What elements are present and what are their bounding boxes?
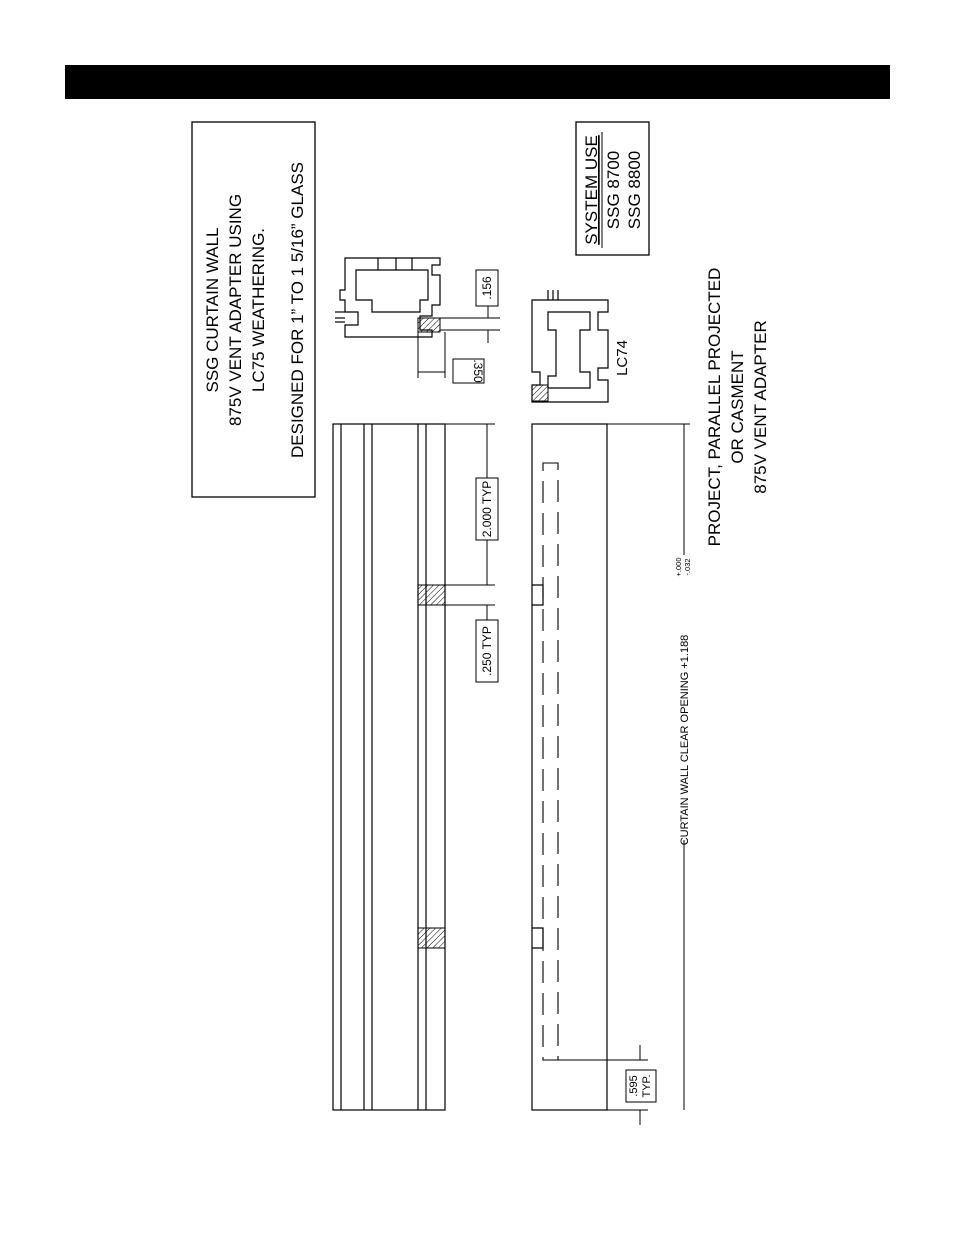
system-use-item-1: SSG 8700 bbox=[604, 151, 623, 229]
dim-2000-label: 2.000 TYP bbox=[480, 481, 494, 537]
dim-595-box bbox=[625, 1069, 657, 1103]
system-use-item-2: SSG 8800 bbox=[625, 151, 644, 229]
dim-overall-label: CURTAIN WALL CLEAR OPENING +1.188 bbox=[679, 635, 691, 846]
dim-156-label: .156 bbox=[480, 276, 494, 300]
title-line-4: DESIGNED FOR 1” TO 1 5/16” GLASS bbox=[288, 162, 307, 458]
dim-595-label-b: TYP. bbox=[641, 1074, 653, 1097]
dim-156-box bbox=[475, 269, 499, 307]
dim-250-box bbox=[475, 619, 499, 683]
dim-595-label-a: .595 bbox=[628, 1075, 640, 1096]
caption-line-3: 875V VENT ADAPTER bbox=[751, 320, 770, 494]
profile-section-lower bbox=[531, 290, 609, 403]
profile-label-lc74: LC74 bbox=[614, 340, 631, 376]
gasket-hatch-upper bbox=[417, 317, 441, 333]
header-bar bbox=[65, 65, 890, 99]
adapter-elevation-upper bbox=[332, 423, 446, 1111]
gasket-hatch-lower bbox=[531, 384, 549, 402]
dim-250-label: .250 TYP bbox=[480, 626, 494, 676]
dim-350-label: .350 bbox=[471, 359, 485, 383]
title-line-2: 875V VENT ADAPTER USING bbox=[226, 194, 245, 426]
dim-overall-tol-plus: +.000 bbox=[674, 558, 683, 577]
dim-overall-tol-minus: -.032 bbox=[683, 558, 692, 575]
caption-line-2: OR CASMENT bbox=[728, 350, 747, 463]
system-use-heading: SYSTEM USE bbox=[582, 135, 601, 245]
title-line-1: SSG CURTAIN WALL bbox=[203, 228, 222, 393]
profile-section-upper bbox=[335, 257, 441, 338]
slot-hatch-1 bbox=[417, 584, 446, 606]
title-line-3: LC75 WEATHERING. bbox=[249, 228, 268, 392]
slot-hatch-2 bbox=[417, 927, 446, 949]
dim-350-box bbox=[452, 358, 485, 384]
hidden-slot-outline bbox=[542, 462, 559, 1061]
title-box bbox=[191, 121, 316, 498]
system-use-box bbox=[575, 121, 650, 256]
caption-line-1: PROJECT, PARALLEL PROJECTED bbox=[705, 268, 724, 547]
dim-2000-box bbox=[475, 477, 499, 541]
